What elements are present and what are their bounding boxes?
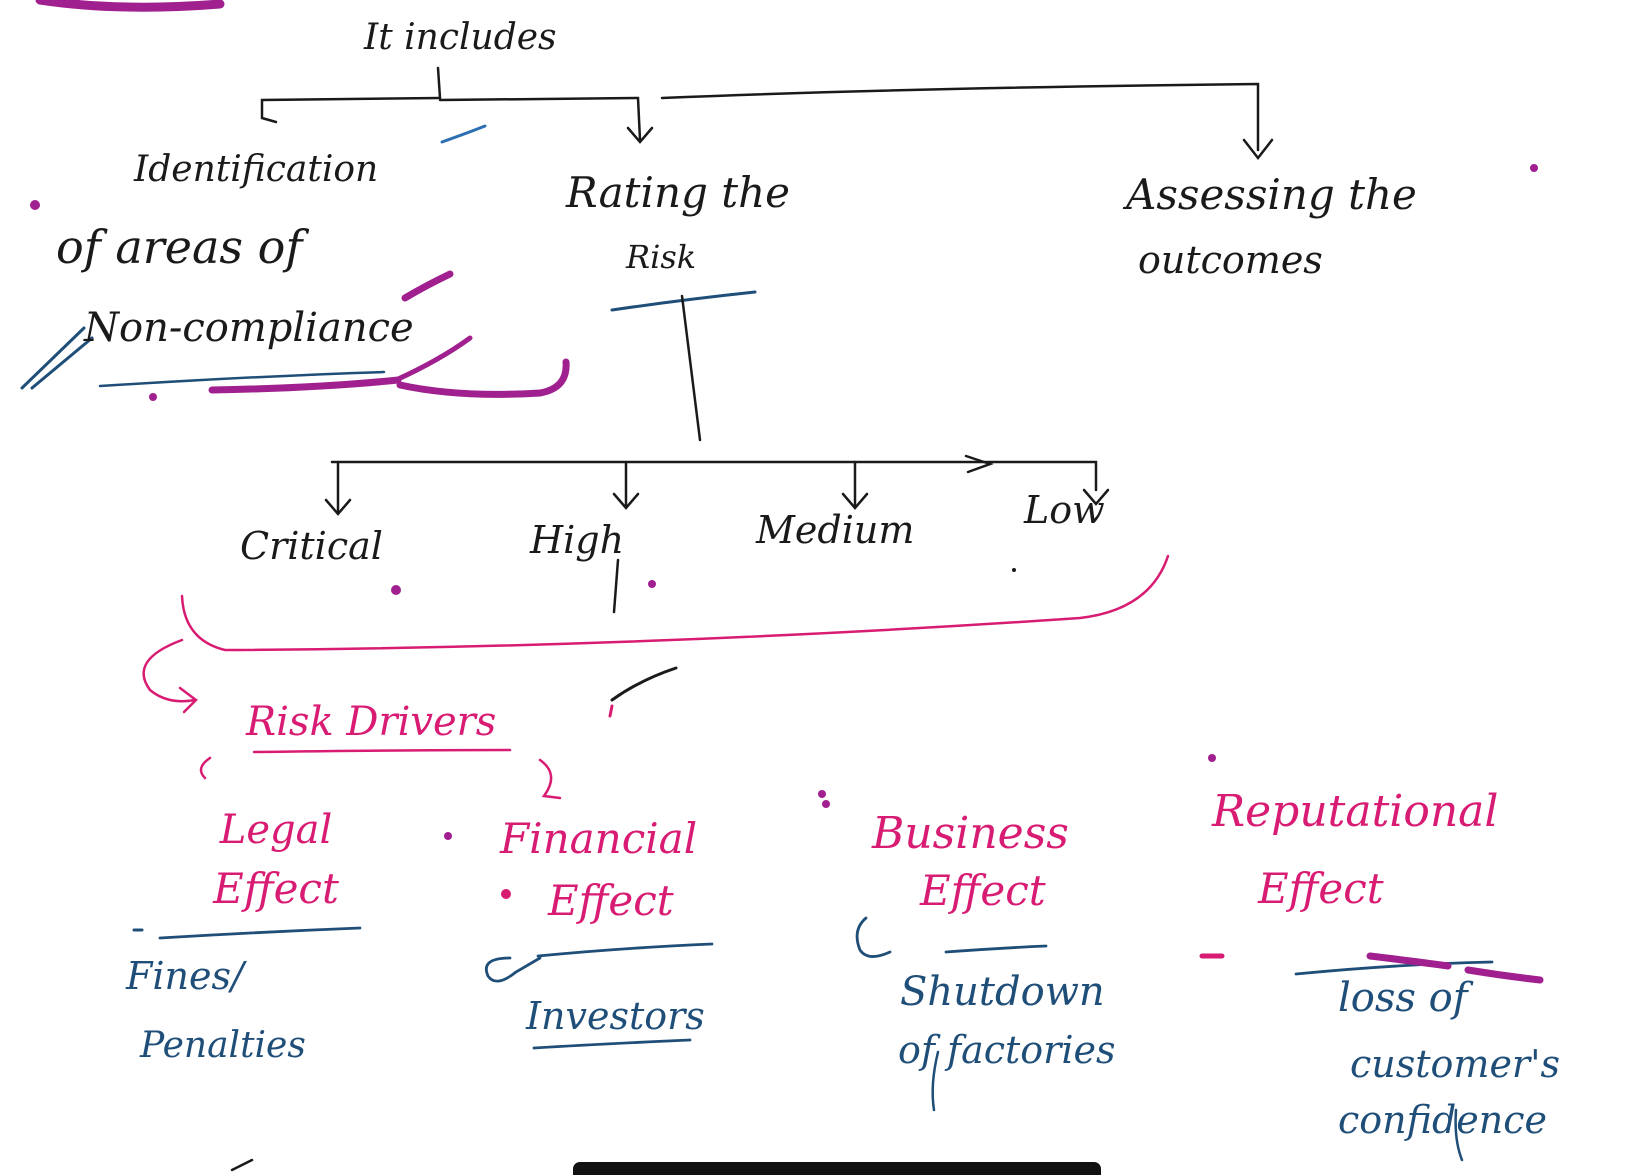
identification-line-1: Identification — [134, 149, 379, 190]
assessing-line-1: Assessing the — [1126, 170, 1417, 219]
reputational-highlight — [1366, 952, 1544, 984]
risk-level-critical: Critical — [240, 524, 383, 568]
financial-effect-line-1: Financial — [500, 814, 698, 863]
financial-detail-line-1: Investors — [526, 994, 705, 1038]
identification-line-2: of areas of — [56, 220, 303, 274]
black-tick-stroke — [610, 666, 678, 702]
reputational-detail-line-3: confidence — [1338, 1098, 1548, 1142]
identification-blue-strokes — [20, 326, 386, 390]
legal-effect-line-2: Effect — [213, 864, 339, 913]
levels-connectors — [324, 454, 1110, 614]
home-indicator-bar — [573, 1162, 1101, 1175]
confidence-stem — [1454, 1108, 1464, 1162]
ink-dots — [30, 164, 1538, 899]
reputational-detail-line-2: customer's — [1350, 1042, 1561, 1086]
reputational-detail-line-1: loss of — [1338, 975, 1468, 1021]
reputational-effect-line-2: Effect — [1258, 864, 1384, 913]
identification-highlights — [208, 270, 570, 398]
effects-arrows — [484, 916, 892, 983]
financial-effect-line-2: Effect — [548, 876, 674, 925]
risk-drivers-right-hook — [538, 758, 562, 800]
check-mark — [440, 124, 487, 144]
black-tick-small — [608, 704, 614, 718]
business-effect-line-1: Business — [872, 808, 1069, 859]
assessing-line-2: outcomes — [1138, 238, 1323, 282]
legal-effect-line-1: Legal — [219, 807, 333, 853]
reputational-effect-line-1: Reputational — [1212, 786, 1499, 837]
rating-down-line — [680, 294, 702, 442]
factories-stem — [931, 1050, 940, 1112]
identification-line-3: Non-compliance — [84, 305, 414, 351]
rating-line-1: Rating the — [566, 168, 791, 217]
top-highlight-stroke — [35, 0, 225, 12]
business-detail-line-2: of factories — [898, 1028, 1116, 1072]
bottom-left-stroke — [230, 1158, 254, 1172]
levels-brace — [142, 554, 1170, 714]
rating-line-2: Risk — [626, 238, 697, 276]
risk-level-medium: Medium — [756, 508, 915, 552]
risk-drivers-label: Risk Drivers — [246, 699, 497, 745]
legal-detail-line-2: Penalties — [140, 1025, 306, 1066]
risk-drivers-underline — [252, 748, 512, 754]
effects-underlines — [158, 926, 1494, 1050]
legal-detail-line-1: Fines/ — [126, 954, 244, 998]
risk-level-high: High — [530, 518, 625, 562]
root-label: It includes — [364, 17, 557, 58]
risk-level-low: Low — [1024, 488, 1105, 532]
business-effect-line-2: Effect — [920, 866, 1046, 915]
root-connectors — [260, 66, 1274, 161]
business-detail-line-1: Shutdown — [900, 969, 1105, 1015]
risk-drivers-left-hook — [199, 756, 212, 780]
